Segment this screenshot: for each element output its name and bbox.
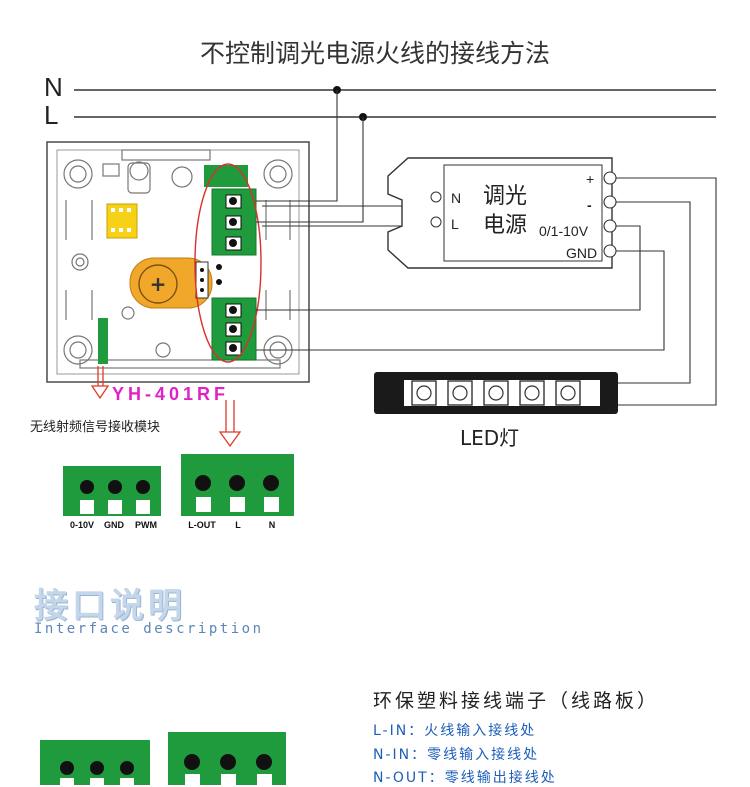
model-label: YH-401RF [112, 384, 230, 404]
live-line-label: L [44, 100, 59, 130]
dimming-power-supply: N L 调光 电源 + - 0/1-10V GND [387, 157, 617, 269]
signal-terminal-label-1: GND [104, 520, 125, 530]
callout-arrows [90, 366, 242, 448]
aux-terminal [204, 165, 248, 187]
definition-l-in: L-IN：火线输入接线处 [373, 723, 537, 739]
section-subtitle: Interface description [34, 621, 264, 637]
psu-minus-terminal [603, 195, 617, 209]
psu-out-gnd: GND [566, 245, 597, 261]
psu-n-terminal [430, 191, 442, 203]
power-terminal-label-0: L-OUT [188, 520, 216, 530]
psu-out-minus: - [587, 197, 592, 213]
led-strip [374, 372, 618, 414]
psu-name-line1: 调光 [483, 184, 527, 209]
psu-gnd-terminal [603, 244, 617, 258]
rf-module-label: 无线射频信号接收模块 [30, 420, 161, 435]
power-terminal-label-1: L [235, 520, 241, 530]
definition-n-in: N-IN：零线输入接线处 [373, 747, 540, 763]
bottom-terminal-left [40, 740, 150, 785]
signal-terminal-detail: 0-10V GND PWM [63, 466, 161, 530]
controller-signal-terminal [211, 297, 257, 361]
knob-symbol: + [150, 272, 167, 296]
dimmer-knob [138, 264, 178, 304]
diagram-title: 不控制调光电源火线的接线方法 [199, 39, 550, 68]
power-terminal-label-2: N [269, 520, 276, 530]
psu-plus-terminal [603, 171, 617, 185]
psu-input-l: L [451, 216, 459, 232]
psu-out-dim: 0/1-10V [539, 223, 589, 239]
signal-terminal-label-2: PWM [135, 520, 157, 530]
rf-antenna-module [98, 318, 108, 364]
psu-dim-terminal [603, 219, 617, 233]
controller-unit: + [46, 141, 310, 383]
controller-power-terminal [211, 188, 257, 256]
definition-n-out: N-OUT：零线输出接线处 [373, 770, 557, 786]
led-label: LED灯 [460, 426, 520, 450]
psu-input-n: N [451, 190, 461, 206]
neutral-line-label: N [44, 72, 63, 102]
terminal-heading: 环保塑料接线端子（线路板） [373, 690, 660, 712]
psu-name-line2: 电源 [483, 213, 527, 238]
bottom-terminal-right [168, 732, 286, 785]
highlight-ellipse [194, 163, 262, 363]
psu-l-terminal [430, 216, 442, 228]
section-title: 接口说明 [34, 586, 186, 626]
signal-terminal-label-0: 0-10V [70, 520, 94, 530]
power-terminal-detail: L-OUT L N [181, 454, 294, 530]
psu-out-plus: + [586, 171, 594, 187]
